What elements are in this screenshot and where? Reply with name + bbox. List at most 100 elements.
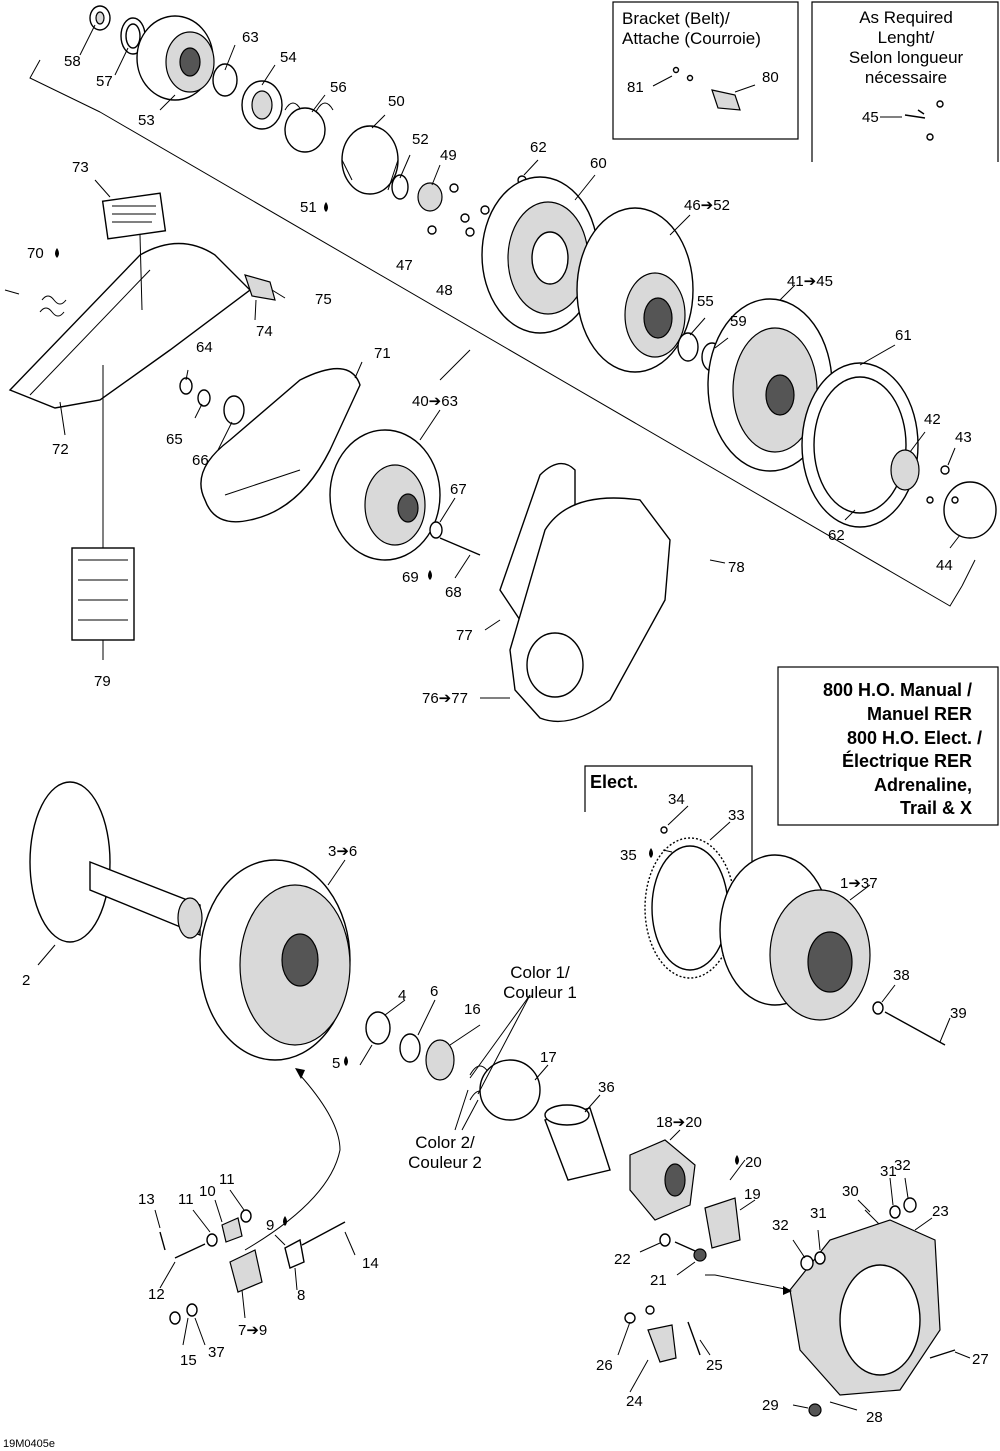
part-68-bolt [429,521,481,556]
callout-47: 47 [396,257,413,274]
elect-label: Elect. [590,772,638,792]
callout-24: 24 [626,1393,643,1410]
bracket-box-line1: Bracket (Belt)/ [622,9,730,28]
callout-14: 14 [362,1255,379,1272]
callout-6: 6 [430,983,438,1000]
color2-line1: Color 2/ [415,1133,475,1152]
callout-23: 23 [932,1203,949,1220]
callout-53: 53 [138,112,155,129]
part-44-cap-group [926,465,997,539]
callout-22: 22 [614,1251,631,1268]
models-line2: Manuel RER [867,704,972,724]
callout-75: 75 [315,291,332,308]
part-16-washer [425,1039,455,1081]
callout-29: 29 [762,1397,779,1414]
callout-64: 64 [196,339,213,356]
models-line5: Adrenaline, [874,775,972,795]
part-46-pulley-half [576,207,694,373]
callout-45: 45 [862,109,879,126]
part-81-bolt [672,66,694,82]
callout-44: 44 [936,557,953,574]
callout-37: 37 [208,1344,225,1361]
callout-81: 81 [627,79,644,96]
callout-72: 72 [52,441,69,458]
part-27-bolt [929,1349,956,1359]
callout-38: 38 [893,967,910,984]
callout-20: 20 [745,1154,762,1171]
part-76-housing [509,497,671,723]
callout-68: 68 [445,584,462,601]
color2-line2: Couleur 2 [408,1153,482,1172]
part-18-spider [629,1139,696,1221]
callout-8: 8 [297,1287,305,1304]
callout-17: 17 [540,1049,557,1066]
parts-28-29-nut [808,1403,822,1417]
part-6-clip [399,1033,421,1063]
part-36-sleeve [544,1104,611,1181]
callout-25: 25 [706,1357,723,1374]
parts-64-66-washers [179,377,245,425]
models-line3: 800 H.O. Elect. / [847,728,982,748]
callout-58: 58 [64,53,81,70]
callout-59: 59 [730,313,747,330]
parts-7-15-weight-assembly [159,1209,346,1325]
part-79-label [71,547,135,641]
part-58-washer [89,5,111,31]
callout-62-lower: 62 [828,527,845,544]
part-45-bolts [904,100,944,141]
bracket-box [612,1,799,140]
separator-line-right [961,559,976,587]
callout-16: 16 [464,1001,481,1018]
callout-79: 79 [94,673,111,690]
reference-code: 19M0405e [3,1438,55,1450]
part-4-bushing [365,1011,391,1045]
callout-54: 54 [280,49,297,66]
part-38-39-bolt [872,1001,946,1046]
models-box [777,666,999,826]
callout-9: 9 [266,1217,274,1234]
part-55-washer [677,332,699,362]
arrow-governor [705,1274,792,1295]
callout-41: 41➔45 [787,273,833,290]
callout-70: 70 [27,245,44,262]
as-required-box [811,1,999,162]
callout-27: 27 [972,1351,989,1368]
callout-39: 39 [950,1005,967,1022]
callout-11-left: 11 [178,1191,194,1208]
part-41-sheave [707,298,833,472]
color1-line1: Color 1/ [510,963,570,982]
part-1-clutch-assembly [719,854,871,1021]
callout-32-lower: 32 [772,1217,789,1234]
models-line4: Électrique RER [842,750,972,771]
callout-31-lower: 31 [810,1205,827,1222]
bracket-box-line2: Attache (Courroie) [622,29,761,48]
callout-57: 57 [96,73,113,90]
callout-43: 43 [955,429,972,446]
as-required-line3: Selon longueur [849,48,964,67]
callout-46: 46➔52 [684,197,730,214]
callout-36: 36 [598,1079,615,1096]
callout-55: 55 [697,293,714,310]
part-40-pulley-assembly [329,429,441,561]
callout-21: 21 [650,1272,667,1289]
color-leaders [454,994,531,1131]
part-53-cam [136,15,215,101]
part-42-plate [890,449,920,491]
part-74-guard-bracket [244,274,276,301]
callout-33: 33 [728,807,745,824]
callout-62-upper: 62 [530,139,547,156]
callout-76: 76➔77 [422,690,468,707]
color1-line2: Couleur 1 [503,983,577,1002]
callout-50: 50 [388,93,405,110]
callout-5: 5 [332,1055,340,1072]
part-49-bushing [417,182,443,212]
arrow-weights-to-sheave [244,1068,341,1251]
callout-28: 28 [866,1409,883,1426]
part-63-ring [212,63,238,97]
part-80-bracket [711,89,741,111]
callout-12: 12 [148,1286,165,1303]
callout-65: 65 [166,431,183,448]
callouts: 58 57 53 63 54 56 50 52 49 51 47 48 62 6… [22,29,989,1426]
callout-73: 73 [72,159,89,176]
callout-7: 7➔9 [238,1322,267,1339]
